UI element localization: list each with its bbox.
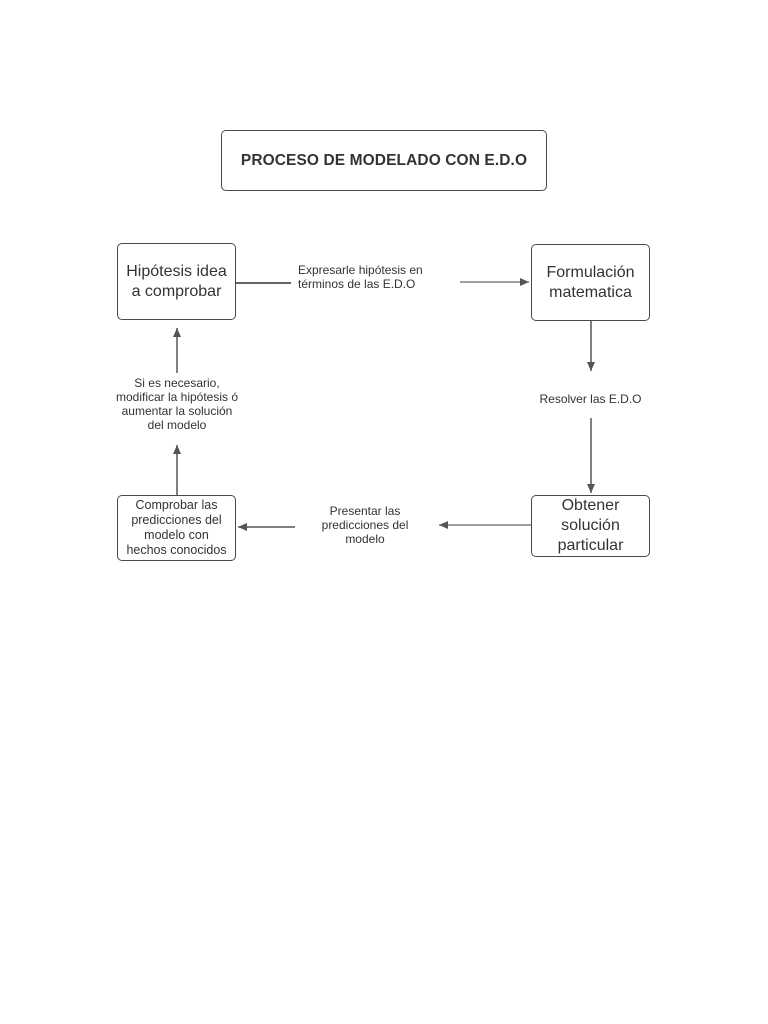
edge-solve-label: Resolver las E.D.O (539, 392, 642, 406)
edge-present-label: Presentar las predicciones del modelo (321, 504, 409, 546)
node-formulation: Formulación matematica (531, 244, 650, 321)
node-formulation-label: Formulación matematica (546, 263, 635, 301)
edge-modify-label: Si es necesario, modificar la hipótesis … (115, 376, 239, 432)
edge-express-label: Expresarle hipótesis en términos de las … (298, 263, 423, 291)
node-solution: Obtener solución particular (531, 495, 650, 557)
node-hypothesis-label: Hipótesis idea a comprobar (126, 262, 227, 300)
diagram-title: PROCESO DE MODELADO CON E.D.O (221, 130, 547, 191)
node-solution-label: Obtener solución particular (557, 497, 624, 554)
node-hypothesis: Hipótesis idea a comprobar (117, 243, 236, 320)
node-check: Comprobar las predicciones del modelo co… (117, 495, 236, 561)
diagram-title-text: PROCESO DE MODELADO CON E.D.O (240, 151, 528, 169)
node-check-label: Comprobar las predicciones del modelo co… (126, 498, 227, 557)
